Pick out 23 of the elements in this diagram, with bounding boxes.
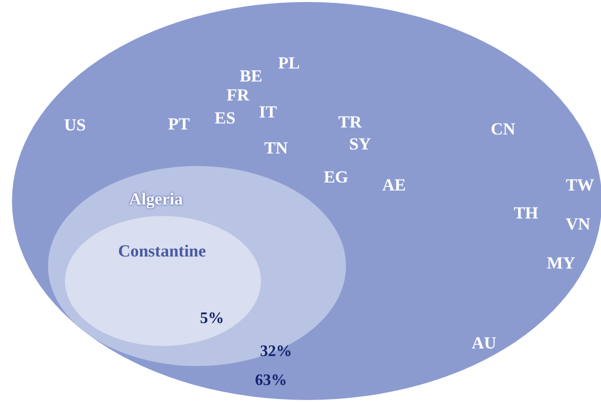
country-code: AE xyxy=(382,176,406,194)
country-code: FR xyxy=(226,86,250,104)
country-code: ES xyxy=(214,110,236,126)
country-code: PL xyxy=(278,54,300,72)
country-code: VN xyxy=(566,216,590,232)
country-code: IT xyxy=(259,104,277,120)
country-code: US xyxy=(64,116,86,134)
country-code: TN xyxy=(264,140,288,156)
country-code: SY xyxy=(349,136,371,152)
percentage-label: 63% xyxy=(255,373,287,389)
country-code: TH xyxy=(514,204,538,222)
country-code: TR xyxy=(338,114,362,130)
country-code: AU xyxy=(472,334,496,352)
country-code: PT xyxy=(168,116,190,132)
country-code: TW xyxy=(566,176,594,194)
country-code: EG xyxy=(324,168,348,186)
country-code: MY xyxy=(546,254,576,272)
percentage-label: 32% xyxy=(260,344,292,360)
region-label: Constantine xyxy=(118,242,206,260)
region-label: Algeria xyxy=(129,190,183,208)
country-code: CN xyxy=(490,120,516,138)
country-code: BE xyxy=(240,68,262,84)
percentage-label: 5% xyxy=(200,311,224,327)
